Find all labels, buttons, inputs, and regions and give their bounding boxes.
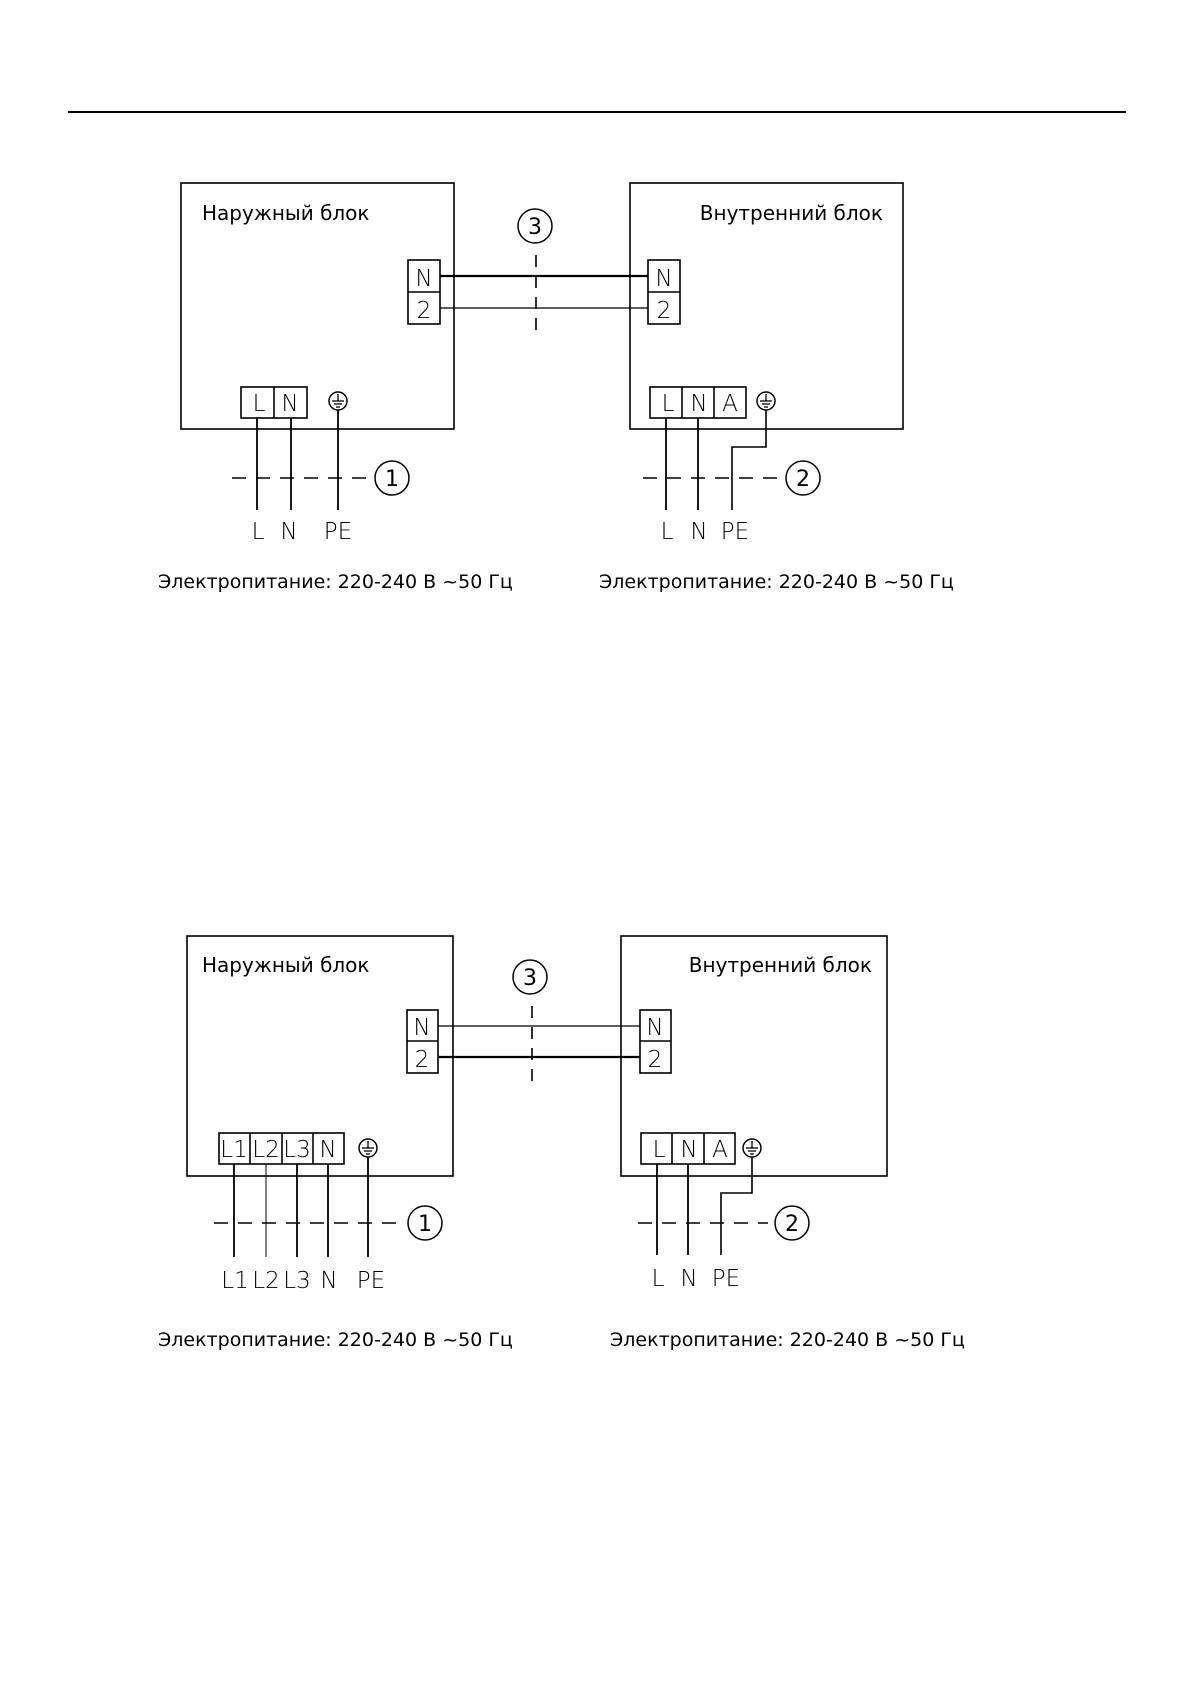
outdoor-link-terminal-n: N bbox=[415, 266, 432, 292]
marker-2: 2 bbox=[796, 467, 810, 492]
diagram-three-phase: Наружный блок N 2 Внутренний блок N 2 3 … bbox=[158, 935, 965, 1351]
indoor-wire-pe bbox=[731, 410, 767, 510]
indoor-ground-icon bbox=[756, 391, 776, 411]
indoor-ground-icon bbox=[742, 1138, 762, 1158]
outdoor-unit-title: Наружный блок bbox=[202, 201, 370, 225]
outdoor-wire-label-l2: L2 bbox=[252, 1268, 279, 1294]
marker-1: 1 bbox=[418, 1212, 432, 1237]
indoor-link-terminal-n: N bbox=[646, 1015, 663, 1041]
marker-2-circle bbox=[785, 460, 821, 496]
indoor-link-terminal-2: 2 bbox=[657, 298, 672, 324]
marker-3: 3 bbox=[528, 215, 542, 240]
outdoor-wire-label-l3: L3 bbox=[283, 1268, 310, 1294]
outdoor-power-terminal-l2: L2 bbox=[252, 1137, 279, 1163]
outdoor-link-terminal-2: 2 bbox=[415, 1047, 430, 1073]
indoor-power-terminal-l: L bbox=[653, 1137, 666, 1163]
indoor-unit-title: Внутренний блок bbox=[700, 201, 883, 225]
marker-1-circle bbox=[374, 460, 410, 496]
outdoor-wire-label-pe: PE bbox=[324, 519, 352, 545]
indoor-wire-label-l: L bbox=[652, 1266, 665, 1292]
outdoor-unit-box bbox=[180, 182, 455, 430]
marker-3-circle bbox=[512, 959, 548, 995]
indoor-power-terminal-l: L bbox=[662, 391, 675, 417]
outdoor-link-terminal-n: N bbox=[413, 1015, 430, 1041]
marker-3-circle bbox=[517, 208, 553, 244]
outdoor-power-terminal-l: L bbox=[253, 391, 266, 417]
indoor-power-terminal-n: N bbox=[690, 391, 707, 417]
outdoor-power-terminal-l1: L1 bbox=[220, 1137, 247, 1163]
indoor-link-terminal-n: N bbox=[655, 266, 672, 292]
indoor-power-terminal-a: A bbox=[722, 391, 738, 417]
indoor-link-terminal-2: 2 bbox=[648, 1047, 663, 1073]
diagram-single-phase: Наружный блок N 2 Внутренний блок N 2 3 … bbox=[158, 182, 954, 593]
outdoor-wire-label-l: L bbox=[252, 519, 265, 545]
marker-1-circle bbox=[407, 1205, 443, 1241]
indoor-wire-label-pe: PE bbox=[721, 519, 749, 545]
indoor-unit-title: Внутренний блок bbox=[689, 953, 872, 977]
marker-2-circle bbox=[774, 1205, 810, 1241]
outdoor-wire-label-n: N bbox=[320, 1268, 337, 1294]
outdoor-ground-icon bbox=[328, 391, 348, 411]
indoor-power-terminal-n: N bbox=[680, 1137, 697, 1163]
outdoor-wire-label-l1: L1 bbox=[221, 1268, 248, 1294]
outdoor-ground-icon bbox=[358, 1138, 378, 1158]
indoor-wire-label-pe: PE bbox=[712, 1266, 740, 1292]
caption-right: Электропитание: 220-240 В ~50 Гц bbox=[610, 1329, 965, 1351]
indoor-power-terminal-a: A bbox=[712, 1137, 728, 1163]
caption-right: Электропитание: 220-240 В ~50 Гц bbox=[599, 571, 954, 593]
caption-left: Электропитание: 220-240 В ~50 Гц bbox=[158, 1329, 513, 1351]
indoor-wire-label-l: L bbox=[661, 519, 674, 545]
outdoor-link-terminal-2: 2 bbox=[417, 298, 432, 324]
marker-1: 1 bbox=[385, 467, 399, 492]
indoor-wire-label-n: N bbox=[690, 519, 707, 545]
outdoor-power-terminal-l3: L3 bbox=[283, 1137, 310, 1163]
indoor-wire-label-n: N bbox=[680, 1266, 697, 1292]
outdoor-power-terminal-n: N bbox=[281, 391, 298, 417]
indoor-wire-pe bbox=[720, 1157, 753, 1255]
caption-left: Электропитание: 220-240 В ~50 Гц bbox=[158, 571, 513, 593]
marker-3: 3 bbox=[523, 966, 537, 991]
outdoor-unit-title: Наружный блок bbox=[202, 953, 370, 977]
outdoor-wire-label-pe: PE bbox=[357, 1268, 385, 1294]
outdoor-power-terminal-n: N bbox=[319, 1137, 336, 1163]
outdoor-wire-label-n: N bbox=[280, 519, 297, 545]
marker-2: 2 bbox=[785, 1212, 799, 1237]
